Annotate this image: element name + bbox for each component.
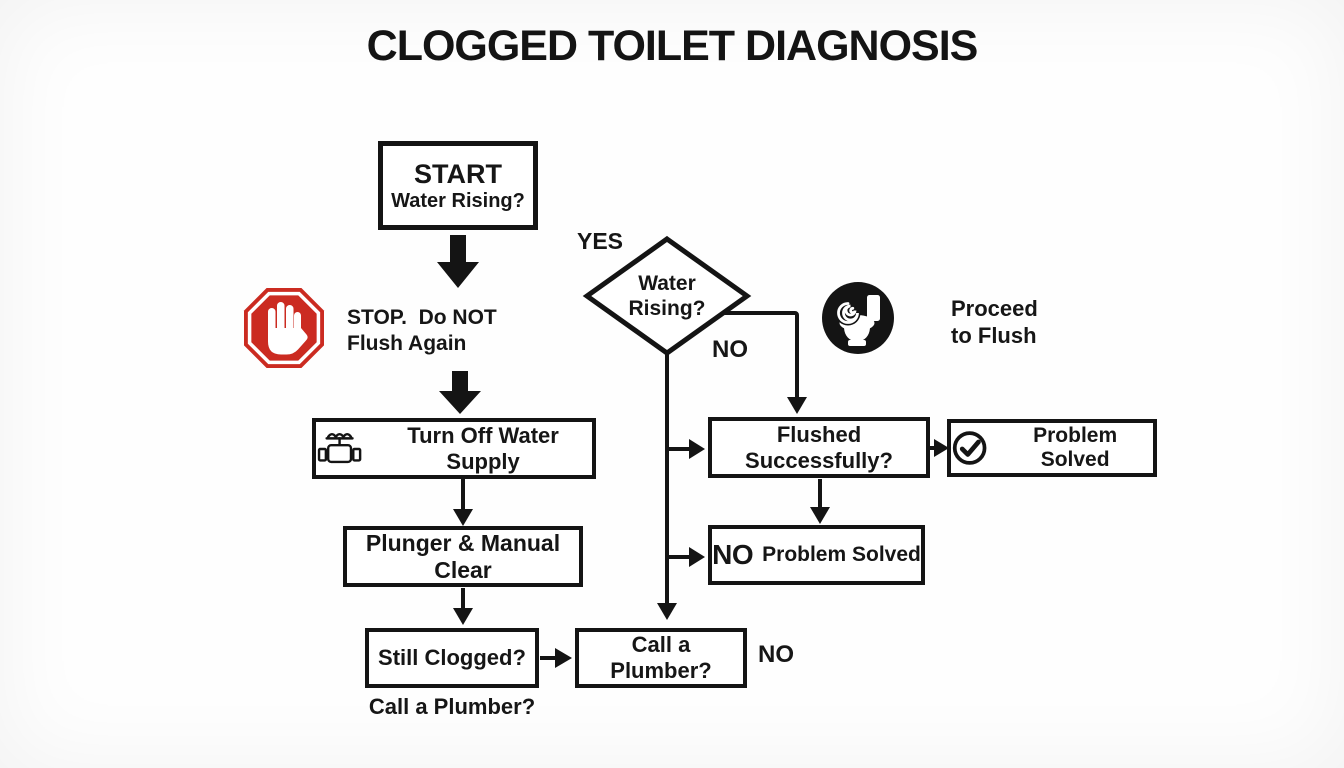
edge-plunger-still-head	[453, 608, 473, 625]
edge-flushed-solved	[930, 446, 937, 450]
edge-flushed-solved-head	[934, 439, 949, 457]
proceed-flush-line1: Proceed	[951, 296, 1038, 321]
edge-turnoff-plunger	[461, 479, 465, 511]
edge-still-plumber-head	[555, 648, 572, 668]
toilet-flush-icon	[822, 282, 894, 354]
no-branch-label: NO	[712, 336, 748, 363]
node-water-rising-decision: Water Rising?	[597, 271, 737, 321]
flushed-successfully-label: Flushed Successfully?	[745, 421, 893, 473]
edge-branch-flushed-head	[689, 439, 705, 459]
edge-turnoff-plunger-head	[453, 509, 473, 526]
node-turn-off-water: Turn Off Water Supply	[312, 418, 596, 479]
start-subtitle: Water Rising?	[391, 189, 525, 212]
node-flushed-successfully: Flushed Successfully?	[708, 417, 930, 478]
water-rising-line2: Rising?	[628, 297, 706, 320]
water-rising-line1: Water	[638, 272, 696, 295]
node-problem-solved: Problem Solved	[947, 419, 1157, 477]
turn-off-water-label: Turn Off Water Supply	[407, 422, 559, 474]
node-not-solved: NO Problem Solved	[708, 525, 925, 585]
edge-stop-down-arrow	[439, 371, 481, 414]
stop-warning-line2: Flush Again	[347, 332, 467, 355]
not-solved-label: Problem Solved	[762, 543, 921, 566]
edge-still-plumber	[540, 656, 558, 660]
check-circle-icon	[952, 431, 987, 465]
edge-branch-notsolved-head	[689, 547, 705, 567]
yes-label: YES	[577, 228, 624, 254]
edge-start-down-arrow	[437, 235, 479, 288]
call-plumber-note: Call a Plumber?	[368, 694, 536, 719]
edge-diamond-yes-vertical	[665, 353, 669, 605]
node-plunger: Plunger & Manual Clear	[343, 526, 583, 587]
stop-hand-icon	[244, 288, 324, 368]
proceed-flush-line2: to Flush	[951, 323, 1037, 348]
call-plumber-label: Call a Plumber?	[610, 632, 712, 683]
edge-plunger-still	[461, 588, 465, 610]
not-solved-prefix: NO	[712, 539, 754, 570]
edge-branch-notsolved	[667, 555, 691, 559]
no-end-label: NO	[758, 641, 794, 668]
edge-diamond-no-elbow	[722, 311, 799, 399]
stop-warning-line1: STOP. Do NOT	[347, 306, 497, 329]
node-start: START Water Rising?	[378, 141, 538, 230]
problem-solved-label: Problem Solved	[1033, 424, 1118, 471]
proceed-flush-note: Proceed to Flush	[951, 295, 1038, 349]
edge-flushed-notsolved-head	[810, 507, 830, 524]
water-valve-icon	[317, 432, 362, 463]
still-clogged-label: Still Clogged?	[378, 645, 526, 670]
edge-vertical-plumber-head	[657, 603, 677, 620]
start-title: START	[414, 158, 502, 189]
edge-branch-flushed	[667, 447, 691, 451]
plunger-label: Plunger & Manual Clear	[365, 529, 561, 583]
edge-diamond-no-elbow-head	[787, 397, 807, 414]
stop-warning-note: STOP. Do NOT Flush Again	[347, 305, 497, 357]
page-title: CLOGGED TOILET DIAGNOSIS	[366, 22, 979, 70]
node-still-clogged: Still Clogged?	[365, 628, 539, 688]
node-call-plumber: Call a Plumber?	[575, 628, 747, 688]
edge-flushed-notsolved	[818, 479, 822, 509]
